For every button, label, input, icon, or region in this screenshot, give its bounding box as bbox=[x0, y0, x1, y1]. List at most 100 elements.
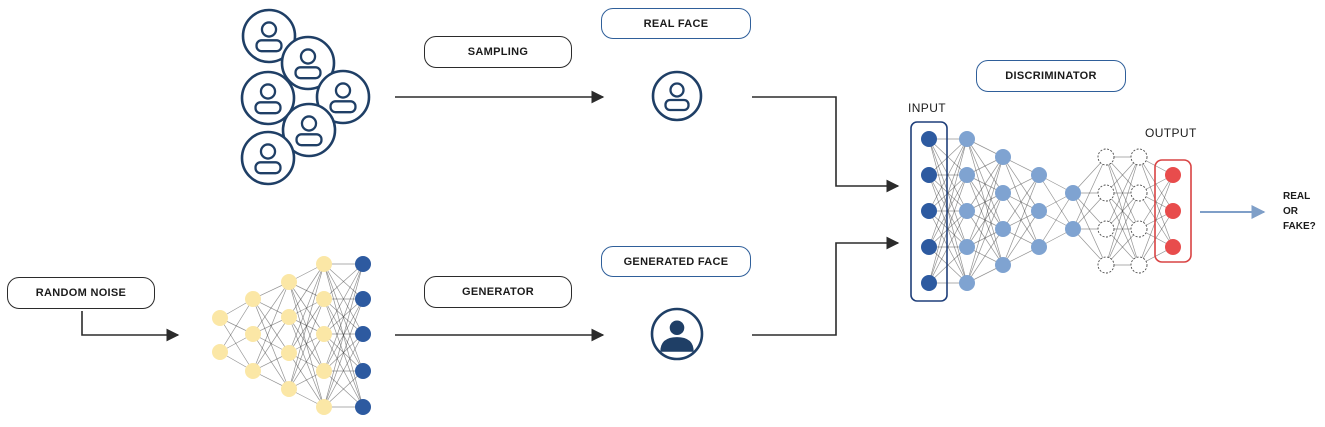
sample-face-icon-b-head bbox=[299, 48, 317, 65]
discriminator-node-6-3 bbox=[1130, 256, 1148, 274]
discriminator-node-2-3 bbox=[995, 257, 1011, 273]
sample-face-icon-a-body bbox=[255, 39, 283, 53]
generator-label: GENERATOR bbox=[424, 276, 572, 308]
generator-node-1-2 bbox=[245, 363, 261, 379]
discriminator-edge-5-2-0 bbox=[1105, 156, 1140, 230]
discriminator-node-6-0 bbox=[1130, 148, 1148, 166]
discriminator-node-7-1 bbox=[1165, 203, 1181, 219]
generator-node-3-3 bbox=[316, 363, 332, 379]
generator-node-0-0 bbox=[212, 310, 228, 326]
real-to-discriminator-arrow bbox=[752, 96, 900, 193]
sample-face-icon-f-body bbox=[254, 161, 282, 175]
sample-face-icon-e-body bbox=[295, 133, 323, 147]
random-noise-label: RANDOM NOISE bbox=[7, 277, 155, 309]
discriminator-node-0-3 bbox=[921, 239, 937, 255]
discriminator-edge-6-3-1 bbox=[1138, 210, 1174, 266]
sample-face-icon-b bbox=[280, 35, 336, 91]
discriminator-edge-6-2-0 bbox=[1138, 174, 1174, 230]
generator-edge-3-1-0 bbox=[323, 263, 364, 300]
generator-node-2-2 bbox=[281, 345, 297, 361]
real-face-label: REAL FACE bbox=[601, 8, 751, 39]
generator-edge-3-4-0 bbox=[323, 263, 364, 408]
result-line-real: REAL bbox=[1283, 191, 1311, 202]
generator-edge-1-2-1 bbox=[252, 316, 290, 372]
generated-face-icon bbox=[650, 307, 704, 361]
discriminator-node-0-2 bbox=[921, 203, 937, 219]
generator-edge-0-0-2 bbox=[219, 317, 254, 372]
sample-face-icon-f-head bbox=[259, 143, 277, 160]
discriminator-edge-1-2-0 bbox=[966, 156, 1004, 212]
sample-face-icon-b-body bbox=[294, 66, 322, 80]
sample-face-icon-a bbox=[241, 8, 297, 64]
generator-node-3-1 bbox=[316, 291, 332, 307]
discriminator-node-3-0 bbox=[1031, 167, 1047, 183]
generator-node-1-0 bbox=[245, 291, 261, 307]
generator-edge-3-4-3 bbox=[323, 370, 364, 408]
generator-node-4-2 bbox=[355, 326, 371, 342]
sample-face-icon-d bbox=[315, 69, 371, 125]
discriminator-edge-2-2-0 bbox=[1002, 174, 1040, 230]
output-label: OUTPUT bbox=[1145, 126, 1197, 140]
discriminator-edge-0-1-0 bbox=[928, 138, 968, 176]
generator-edge-2-3-0 bbox=[288, 263, 325, 390]
discriminator-node-3-2 bbox=[1031, 239, 1047, 255]
generator-edge-1-1-3 bbox=[252, 333, 290, 390]
noise-arrow bbox=[81, 311, 180, 342]
real-or-fake-label: REAL OR FAKE? bbox=[1283, 189, 1316, 234]
discriminator-node-1-2 bbox=[959, 203, 975, 219]
real-face-icon bbox=[651, 70, 703, 122]
discriminator-label-text: DISCRIMINATOR bbox=[1005, 70, 1097, 82]
generator-edge-0-1-0 bbox=[219, 298, 254, 353]
generator-node-4-3 bbox=[355, 363, 371, 379]
generator-node-2-0 bbox=[281, 274, 297, 290]
generator-edge-1-2-0 bbox=[252, 281, 290, 372]
generator-node-0-1 bbox=[212, 344, 228, 360]
random-noise-label-text: RANDOM NOISE bbox=[35, 287, 127, 299]
discriminator-edge-1-3-0 bbox=[966, 156, 1004, 248]
generator-node-4-4 bbox=[355, 399, 371, 415]
generator-edge-3-4-2 bbox=[323, 333, 364, 408]
discriminator-node-1-3 bbox=[959, 239, 975, 255]
real-face-icon-body bbox=[664, 98, 690, 112]
generator-node-2-3 bbox=[281, 381, 297, 397]
sample-face-icon-d-head bbox=[334, 82, 352, 99]
generated-face-label-text: GENERATED FACE bbox=[623, 255, 729, 268]
discriminator-node-5-0 bbox=[1097, 148, 1115, 166]
sample-face-icon-e bbox=[281, 102, 337, 158]
generator-edge-2-3-2 bbox=[288, 333, 325, 390]
discriminator-node-5-3 bbox=[1097, 256, 1115, 274]
input-layer-box bbox=[910, 121, 948, 302]
generator-edge-3-4-1 bbox=[323, 298, 364, 408]
discriminator-edge-2-3-1 bbox=[1002, 210, 1040, 266]
discriminator-edge-1-4-2 bbox=[966, 228, 1004, 284]
generated-face-icon-body bbox=[660, 337, 694, 352]
discriminator-node-2-0 bbox=[995, 149, 1011, 165]
discriminator-edge-5-3-1 bbox=[1105, 192, 1140, 266]
generator-label-text: GENERATOR bbox=[462, 286, 534, 298]
discriminator-node-0-0 bbox=[921, 131, 937, 147]
discriminator-edge-3-2-0 bbox=[1038, 192, 1074, 248]
sample-face-icon-c-head bbox=[259, 83, 277, 100]
output-layer-box bbox=[1154, 159, 1192, 263]
discriminator-edge-6-3-0 bbox=[1138, 174, 1174, 266]
discriminator-edge-1-4-1 bbox=[966, 192, 1004, 284]
discriminator-edge-4-1-0 bbox=[1072, 156, 1107, 230]
discriminator-edge-0-3-0 bbox=[928, 138, 968, 248]
discriminator-node-7-2 bbox=[1165, 239, 1181, 255]
discriminator-node-3-1 bbox=[1031, 203, 1047, 219]
discriminator-edge-5-3-0 bbox=[1105, 156, 1140, 266]
sample-face-icon-c-body bbox=[254, 101, 282, 115]
generator-node-2-1 bbox=[281, 309, 297, 325]
discriminator-node-1-0 bbox=[959, 131, 975, 147]
discriminator-node-4-1 bbox=[1065, 221, 1081, 237]
generator-edge-3-2-0 bbox=[323, 263, 364, 335]
input-label: INPUT bbox=[908, 101, 946, 115]
generated-face-icon-head bbox=[669, 320, 685, 336]
discriminator-node-0-4 bbox=[921, 275, 937, 291]
discriminator-node-1-1 bbox=[959, 167, 975, 183]
sampling-label: SAMPLING bbox=[424, 36, 572, 68]
sampling-label-text: SAMPLING bbox=[467, 46, 529, 58]
generator-edge-2-1-0 bbox=[288, 263, 325, 318]
discriminator-edge-0-4-3 bbox=[928, 246, 968, 284]
